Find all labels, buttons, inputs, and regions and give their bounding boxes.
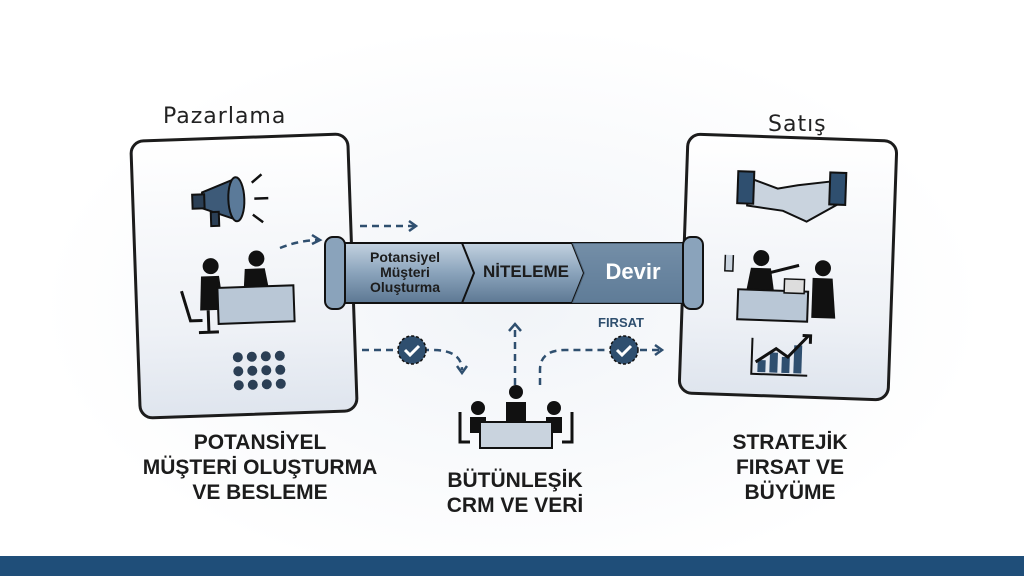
sales-caption-line: FIRSAT VE bbox=[735, 456, 845, 479]
marketing-caption-line: MÜŞTERİ OLUŞTURMA bbox=[142, 456, 378, 479]
pipe-stage-lead-generation: Potansiyel Müşteri Oluşturma bbox=[350, 250, 460, 295]
pipe-left-cap bbox=[324, 236, 346, 310]
bottom-accent-bar bbox=[0, 556, 1024, 576]
marketing-illustration bbox=[180, 173, 296, 391]
crm-caption-line: CRM VE VERİ bbox=[446, 494, 584, 517]
sales-card bbox=[677, 132, 899, 402]
pipe-stage-qualification: NİTELEME bbox=[483, 262, 569, 281]
marketing-caption: POTANSİYEL MÜŞTERİ OLUŞTURMA VE BESLEME bbox=[130, 430, 390, 505]
sales-title: Satış bbox=[768, 112, 827, 137]
verified-badge-icon bbox=[397, 335, 427, 365]
flow-arrows bbox=[279, 224, 660, 385]
marketing-caption-line: VE BESLEME bbox=[192, 481, 328, 504]
sales-caption-line: STRATEJİK bbox=[732, 431, 848, 454]
sales-caption: STRATEJİK FIRSAT VE BÜYÜME bbox=[690, 430, 890, 505]
pipe-stage-line: Potansiyel bbox=[369, 249, 441, 265]
verified-badge-icon bbox=[609, 335, 639, 365]
marketing-title: Pazarlama bbox=[163, 104, 287, 129]
sales-illustration bbox=[724, 170, 848, 377]
crm-caption: BÜTÜNLEŞİK CRM VE VERİ bbox=[420, 468, 610, 518]
crm-caption-line: BÜTÜNLEŞİK bbox=[447, 469, 583, 492]
crm-team-icon bbox=[458, 385, 574, 449]
pipeline-graphics bbox=[279, 219, 704, 449]
pipe-stage-line: Oluşturma bbox=[369, 279, 440, 295]
team-meeting-icon bbox=[180, 250, 296, 335]
marketing-card bbox=[129, 132, 359, 420]
opportunity-label: FIRSAT bbox=[598, 315, 644, 330]
pipe-stage-devir-fill bbox=[572, 243, 688, 303]
sales-caption-line: BÜYÜME bbox=[744, 481, 836, 504]
pipe-stage-handoff: Devir bbox=[605, 259, 661, 284]
handshake-icon bbox=[736, 170, 848, 223]
pipe-stage-line: Müşteri bbox=[380, 264, 430, 280]
sales-meeting-icon bbox=[724, 250, 836, 323]
growth-chart-icon bbox=[750, 334, 813, 377]
megaphone-icon bbox=[191, 173, 269, 228]
marketing-caption-line: POTANSİYEL bbox=[193, 431, 327, 454]
contacts-grid-icon bbox=[232, 350, 286, 391]
pipe-right-cap bbox=[682, 236, 704, 310]
